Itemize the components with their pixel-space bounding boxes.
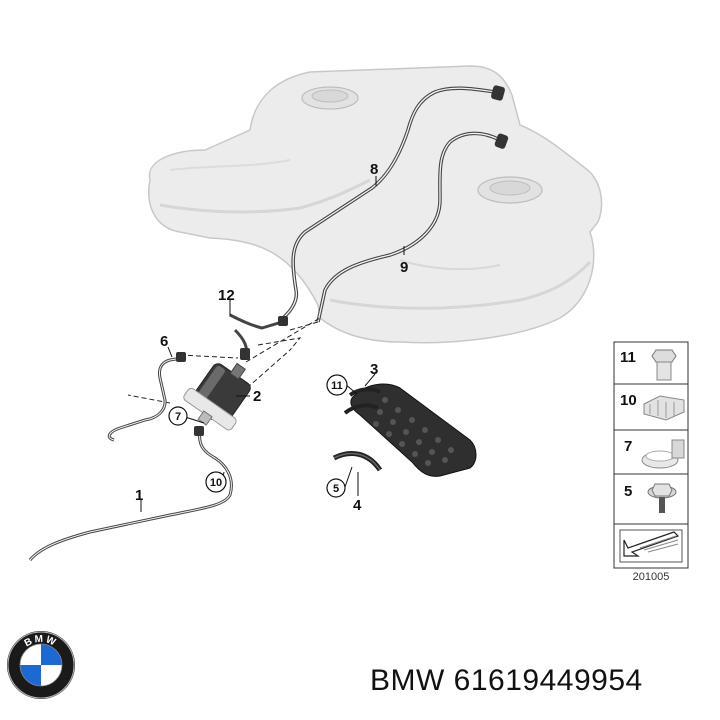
hex-bolt-icon [651, 349, 677, 381]
feed-line-6 [107, 352, 186, 442]
callout-2: 2 [253, 388, 261, 405]
fuel-line-1 [28, 426, 233, 562]
connector-hose-12 [229, 313, 288, 360]
callout-4: 4 [353, 497, 362, 514]
line-clip-icon [643, 395, 685, 421]
clamp-strap-4 [332, 451, 383, 472]
fuel-tank [148, 65, 603, 344]
legend-num-7: 7 [624, 438, 632, 455]
legend-num-10: 10 [620, 392, 637, 409]
hose-clamp-icon [641, 439, 685, 469]
drawing-code: 201005 [633, 571, 670, 583]
svg-text:10: 10 [210, 477, 222, 489]
fuel-line-9 [316, 131, 509, 323]
circled-callout-11: 11 [326, 374, 348, 396]
callout-labels: 8 9 12 6 2 3 1 4 [135, 161, 408, 514]
flange-screw-icon [647, 483, 677, 513]
fuel-filter-2 [183, 362, 251, 431]
svg-text:11: 11 [331, 380, 343, 392]
callout-6: 6 [160, 333, 168, 350]
parts-legend: 11 10 7 5 201005 [613, 341, 689, 583]
brand-name: BMW [370, 664, 445, 697]
part-number: 61619449954 [453, 664, 643, 697]
fuel-line-8 [281, 85, 505, 320]
svg-text:5: 5 [333, 483, 339, 495]
drawing-reference-arrow-icon [619, 529, 683, 563]
circled-callout-10: 10 [205, 471, 227, 493]
callout-1: 1 [135, 487, 143, 504]
part-caption: BMW 61619449954 [370, 664, 643, 698]
circled-callout-7: 7 [168, 406, 188, 426]
legend-num-11: 11 [620, 349, 636, 366]
callout-3: 3 [370, 361, 378, 378]
circled-callout-5: 5 [326, 478, 346, 498]
callout-12: 12 [218, 287, 235, 304]
circled-callouts: 7 10 11 5 [168, 374, 348, 498]
bracket-3 [343, 383, 477, 477]
callout-8: 8 [370, 161, 378, 178]
bmw-logo-icon: BMW [7, 631, 75, 699]
legend-num-5: 5 [624, 483, 632, 500]
callout-9: 9 [400, 259, 408, 276]
svg-text:7: 7 [175, 411, 181, 423]
svg-text:BMW: BMW [23, 634, 59, 650]
